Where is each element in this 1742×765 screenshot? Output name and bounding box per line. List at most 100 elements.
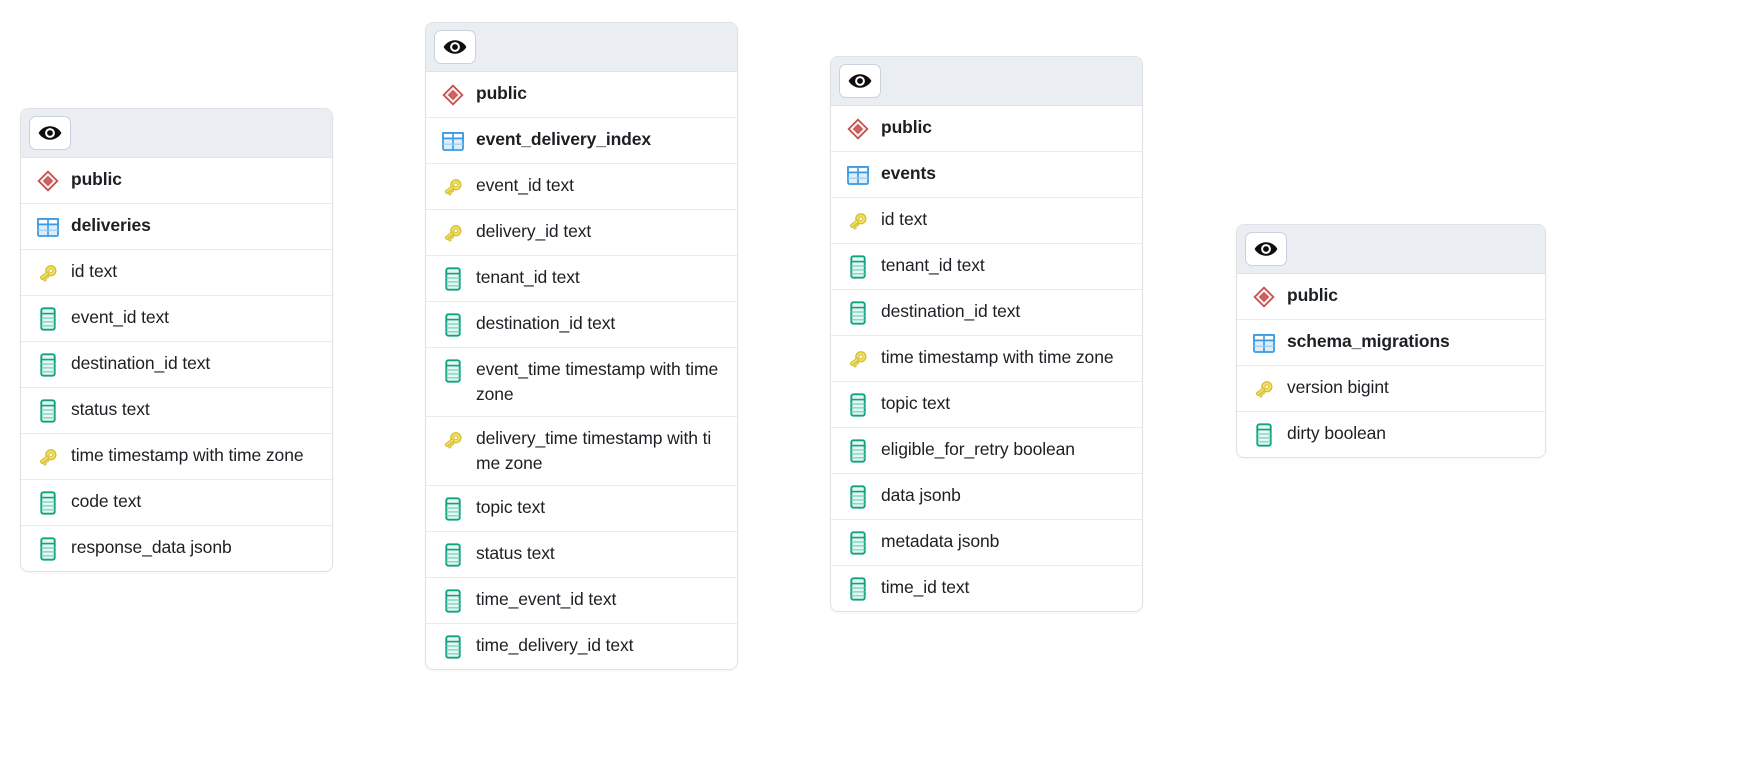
column-row[interactable]: tenant_id text	[426, 256, 737, 302]
column-row[interactable]: time timestamp with time zone	[831, 336, 1142, 382]
column-icon	[35, 352, 61, 378]
column-row[interactable]: delivery_time timestamp with time zone	[426, 417, 737, 486]
table-card-events[interactable]: public events id text tenant_id text des…	[830, 56, 1143, 612]
column-label: response_data jsonb	[71, 537, 232, 557]
table-card-schema_migrations[interactable]: public schema_migrations version bigint …	[1236, 224, 1546, 458]
column-row[interactable]: destination_id text	[21, 342, 332, 388]
column-label: delivery_time timestamp with time zone	[476, 428, 712, 473]
eye-icon	[38, 126, 62, 140]
column-row[interactable]: time_event_id text	[426, 578, 737, 624]
column-row[interactable]: delivery_id text	[426, 210, 737, 256]
column-row[interactable]: version bigint	[1237, 366, 1545, 412]
column-row[interactable]: time_delivery_id text	[426, 624, 737, 669]
table-card-event_delivery_index[interactable]: public event_delivery_index event_id tex…	[425, 22, 738, 670]
visibility-toggle-button[interactable]	[839, 64, 881, 98]
column-label: event_id text	[476, 175, 574, 195]
key-icon	[1251, 376, 1277, 402]
column-icon	[35, 306, 61, 332]
column-row[interactable]: eligible_for_retry boolean	[831, 428, 1142, 474]
eye-icon	[848, 74, 872, 88]
column-label: time_delivery_id text	[476, 635, 634, 655]
schema-row[interactable]: public	[426, 72, 737, 118]
column-icon	[845, 576, 871, 602]
column-label: dirty boolean	[1287, 423, 1386, 443]
column-icon	[440, 496, 466, 522]
column-row[interactable]: time timestamp with time zone	[21, 434, 332, 480]
schema-diamond-icon	[845, 116, 871, 142]
column-row[interactable]: destination_id text	[831, 290, 1142, 336]
schema-label: public	[71, 169, 122, 189]
column-row[interactable]: status text	[426, 532, 737, 578]
column-icon	[1251, 422, 1277, 448]
column-icon	[845, 392, 871, 418]
column-row[interactable]: status text	[21, 388, 332, 434]
column-row[interactable]: time_id text	[831, 566, 1142, 611]
table-name-row[interactable]: schema_migrations	[1237, 320, 1545, 366]
column-icon	[845, 254, 871, 280]
table-card-deliveries[interactable]: public deliveries id text event_id text …	[20, 108, 333, 572]
key-icon	[845, 208, 871, 234]
column-row[interactable]: code text	[21, 480, 332, 526]
visibility-toggle-button[interactable]	[29, 116, 71, 150]
column-label: event_id text	[71, 307, 169, 327]
key-icon	[440, 427, 466, 453]
column-row[interactable]: destination_id text	[426, 302, 737, 348]
key-icon	[35, 444, 61, 470]
column-label: tenant_id text	[476, 267, 580, 287]
table-card-header	[426, 23, 737, 72]
table-card-header	[21, 109, 332, 158]
key-icon	[35, 260, 61, 286]
visibility-toggle-button[interactable]	[1245, 232, 1287, 266]
key-icon	[845, 346, 871, 372]
table-grid-icon	[845, 162, 871, 188]
visibility-toggle-button[interactable]	[434, 30, 476, 64]
table-name-row[interactable]: event_delivery_index	[426, 118, 737, 164]
column-row[interactable]: data jsonb	[831, 474, 1142, 520]
column-icon	[845, 300, 871, 326]
column-row[interactable]: event_time timestamp with time zone	[426, 348, 737, 417]
table-name-row[interactable]: events	[831, 152, 1142, 198]
table-name-label: deliveries	[71, 215, 151, 235]
column-label: eligible_for_retry boolean	[881, 439, 1075, 459]
column-label: tenant_id text	[881, 255, 985, 275]
schema-row[interactable]: public	[1237, 274, 1545, 320]
column-label: status text	[476, 543, 555, 563]
schema-label: public	[1287, 285, 1338, 305]
schema-row[interactable]: public	[21, 158, 332, 204]
column-row[interactable]: event_id text	[21, 296, 332, 342]
table-grid-icon	[35, 214, 61, 240]
key-icon	[440, 220, 466, 246]
column-label: id text	[71, 261, 117, 281]
table-card-header	[1237, 225, 1545, 274]
column-label: time timestamp with time zone	[71, 445, 304, 465]
table-name-row[interactable]: deliveries	[21, 204, 332, 250]
column-label: topic text	[476, 497, 546, 517]
column-icon	[845, 530, 871, 556]
schema-diamond-icon	[440, 82, 466, 108]
column-label: id text	[881, 209, 927, 229]
table-card-header	[831, 57, 1142, 106]
column-label: delivery_id text	[476, 221, 592, 241]
column-label: event_time timestamp with time zone	[476, 359, 719, 404]
column-icon	[440, 312, 466, 338]
column-icon	[35, 398, 61, 424]
table-grid-icon	[1251, 330, 1277, 356]
column-label: time timestamp with time zone	[881, 347, 1114, 367]
column-row[interactable]: dirty boolean	[1237, 412, 1545, 457]
column-label: destination_id text	[881, 301, 1021, 321]
column-row[interactable]: topic text	[831, 382, 1142, 428]
schema-label: public	[881, 117, 932, 137]
column-label: version bigint	[1287, 377, 1389, 397]
column-label: status text	[71, 399, 150, 419]
column-row[interactable]: id text	[21, 250, 332, 296]
column-label: data jsonb	[881, 485, 961, 505]
column-icon	[440, 358, 466, 384]
column-row[interactable]: response_data jsonb	[21, 526, 332, 571]
column-row[interactable]: metadata jsonb	[831, 520, 1142, 566]
column-row[interactable]: tenant_id text	[831, 244, 1142, 290]
schema-diamond-icon	[1251, 284, 1277, 310]
column-row[interactable]: event_id text	[426, 164, 737, 210]
schema-row[interactable]: public	[831, 106, 1142, 152]
column-row[interactable]: topic text	[426, 486, 737, 532]
column-row[interactable]: id text	[831, 198, 1142, 244]
